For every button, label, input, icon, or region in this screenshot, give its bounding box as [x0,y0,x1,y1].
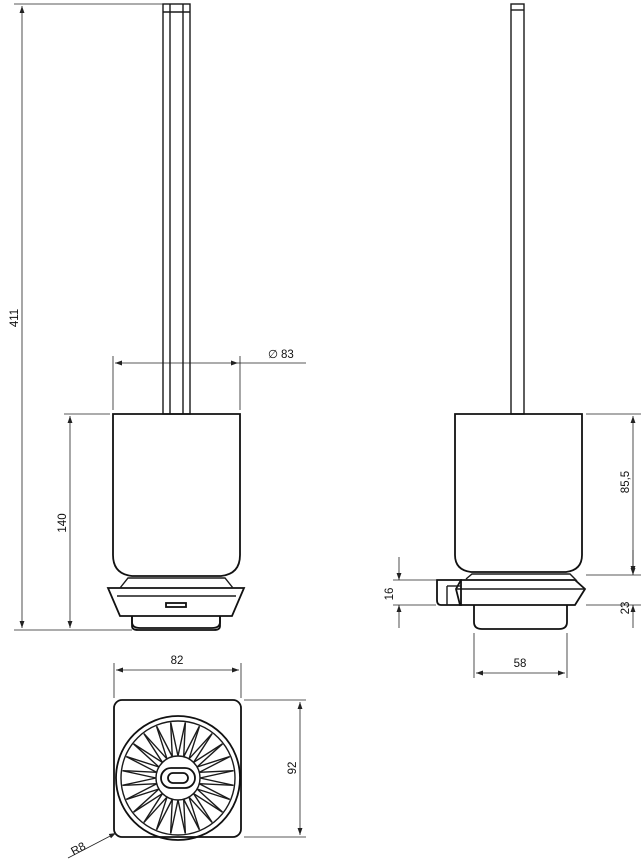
bristle-line [155,726,168,760]
bristle-line [188,796,213,823]
dim-top-width: 82 [116,655,239,673]
bristle-line [193,792,223,813]
bristle-line [126,788,160,801]
dim-side-height: 85,5 [620,416,636,573]
bristle-line [169,722,174,757]
dim-top-width-label: 82 [171,655,184,667]
bristle-line [133,792,163,813]
side-cup [454,413,583,573]
bristle-line [143,733,168,760]
bristle-line [188,726,201,760]
top-square-plate [113,699,242,838]
front-cup [112,413,241,577]
bristle-line [122,770,157,779]
top-view [113,699,242,841]
bristle-line [122,769,157,774]
bristle-line [196,788,230,801]
bristle-line [196,743,223,768]
bristle-line [192,793,213,823]
bristle-line [143,733,164,763]
dim-total-height: 411 [9,5,25,628]
bristle-line [199,769,234,774]
dim-lip-height: 16 [384,557,402,628]
bristle-line [183,798,201,831]
bristle-line [199,770,234,779]
bristle-line [122,777,157,786]
front-brush-handle [162,3,191,415]
bristle-line [155,798,173,831]
dim-top-depth: 92 [287,702,303,835]
dim-lower-height-label: 23 [620,602,632,615]
bristle-line [155,725,173,758]
side-extension-lines [393,413,641,678]
dim-diameter-label: 83 [281,349,294,361]
dim-lower-width-label: 58 [514,658,527,670]
front-extension-lines [14,3,241,631]
side-brush-handle [510,3,525,415]
bristle-line [182,799,187,834]
dim-total-height-label: 411 [9,309,21,327]
bristle-line [125,783,158,801]
brush-head-outer [115,715,241,841]
bristle-line [133,788,160,813]
bristle-line [182,722,187,757]
side-holder-ring [455,573,587,606]
front-holder-ring [106,577,246,617]
bristle-line [198,783,231,801]
side-view [436,3,587,630]
bristle-line [196,755,230,768]
bristle-line [183,725,201,758]
bristle-line [143,793,164,823]
bristle-line [193,743,223,764]
diameter-symbol: ∅ [268,349,278,361]
bristle-line [143,796,168,823]
dim-side-height-label: 85,5 [620,471,632,493]
dim-holder-height-label: 140 [57,513,69,532]
bristle-line [125,755,158,773]
bristle-line [155,796,168,830]
bristle-line [169,799,174,834]
side-wall-bracket [436,579,462,606]
top-extension-lines [113,663,306,838]
bristle-line [126,755,160,768]
bristle-line [133,743,163,764]
bristle-line [192,733,213,763]
bristle-line [170,799,179,834]
dim-lip-height-label: 16 [384,588,396,601]
dim-holder-height: 140 [57,416,73,628]
dim-lower-width: 58 [476,658,565,676]
dim-diameter: ∅ 83 [115,349,306,366]
dim-top-depth-label: 92 [287,762,299,775]
bristle-line [177,799,186,834]
bristle-line [198,755,231,773]
dim-lower-height: 23 [620,550,636,628]
bristle-line [196,788,223,813]
bristle-line [177,722,186,757]
bristle-line [188,796,201,830]
bristle-line [199,782,234,787]
dim-corner-radius: R8 [67,832,117,859]
brush-center-hub [160,767,196,789]
front-view [106,3,246,631]
brush-bristles [122,722,234,834]
side-lower-cylinder [473,605,568,630]
bristle-line [170,722,179,757]
bristle-line [199,777,234,786]
bristle-line [122,782,157,787]
front-lower-cylinder [131,616,221,629]
bristle-line [133,743,160,768]
bristle-line [188,733,213,760]
